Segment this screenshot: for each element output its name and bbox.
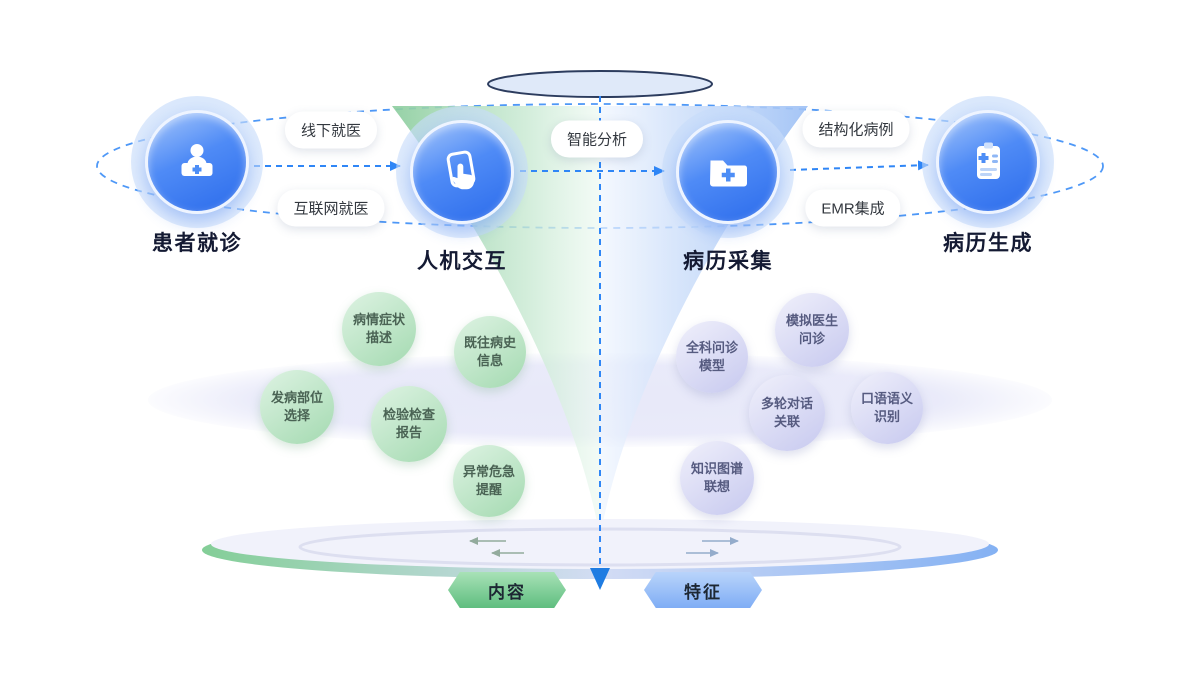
pill-online-visit: 互联网就医: [277, 189, 385, 227]
node-record-generation: [936, 110, 1040, 214]
touch-screen-icon: [446, 150, 476, 190]
node-patient-visit: [145, 110, 249, 214]
flow-arrow-3: [789, 160, 929, 171]
pill-offline-visit: 线下就医: [284, 111, 378, 149]
funnel-mouth: [487, 70, 713, 98]
bubble-body-part-selection: 发病部位选择: [260, 370, 334, 444]
tag-content: 内容: [448, 572, 566, 608]
medical-report-icon: [977, 142, 1000, 179]
bubble-simulated-doctor: 模拟医生问诊: [775, 293, 849, 367]
bubble-critical-alert: 异常危急提醒: [453, 445, 525, 517]
tag-feature: 特征: [644, 572, 762, 608]
bubble-spoken-semantics: 口语语义识别: [851, 372, 923, 444]
orbit-dashed-ellipse: [96, 103, 1104, 229]
platform-surface: [211, 519, 989, 569]
center-drop-arrowhead: [590, 568, 610, 590]
node-interaction-label: 人机交互: [417, 250, 507, 273]
bubble-knowledge-graph: 知识图谱联想: [680, 441, 754, 515]
node-record-collection: [676, 120, 780, 224]
pill-ai-analysis: 智能分析: [550, 120, 644, 158]
bubble-symptom-description: 病情症状描述: [342, 292, 416, 366]
medical-folder-icon: [710, 160, 747, 187]
pill-emr-integration: EMR集成: [805, 189, 901, 227]
bubble-exam-report: 检验检查报告: [371, 386, 447, 462]
node-patient-visit-label: 患者就诊: [152, 232, 242, 255]
bubble-medical-history: 既往病史信息: [454, 316, 526, 388]
funnel-right-blue: [600, 106, 808, 530]
pill-structured-case: 结构化病例: [802, 110, 910, 148]
bubble-multi-turn-dialog: 多轮对话关联: [749, 375, 825, 451]
bubble-gp-consult-model: 全科问诊模型: [676, 321, 748, 393]
node-record-generation-label: 病历生成: [943, 232, 1033, 255]
funnel-left-green: [392, 106, 600, 530]
node-record-collection-label: 病历采集: [683, 250, 773, 273]
reception-desk-icon: [181, 144, 213, 176]
node-interaction: [410, 120, 514, 224]
